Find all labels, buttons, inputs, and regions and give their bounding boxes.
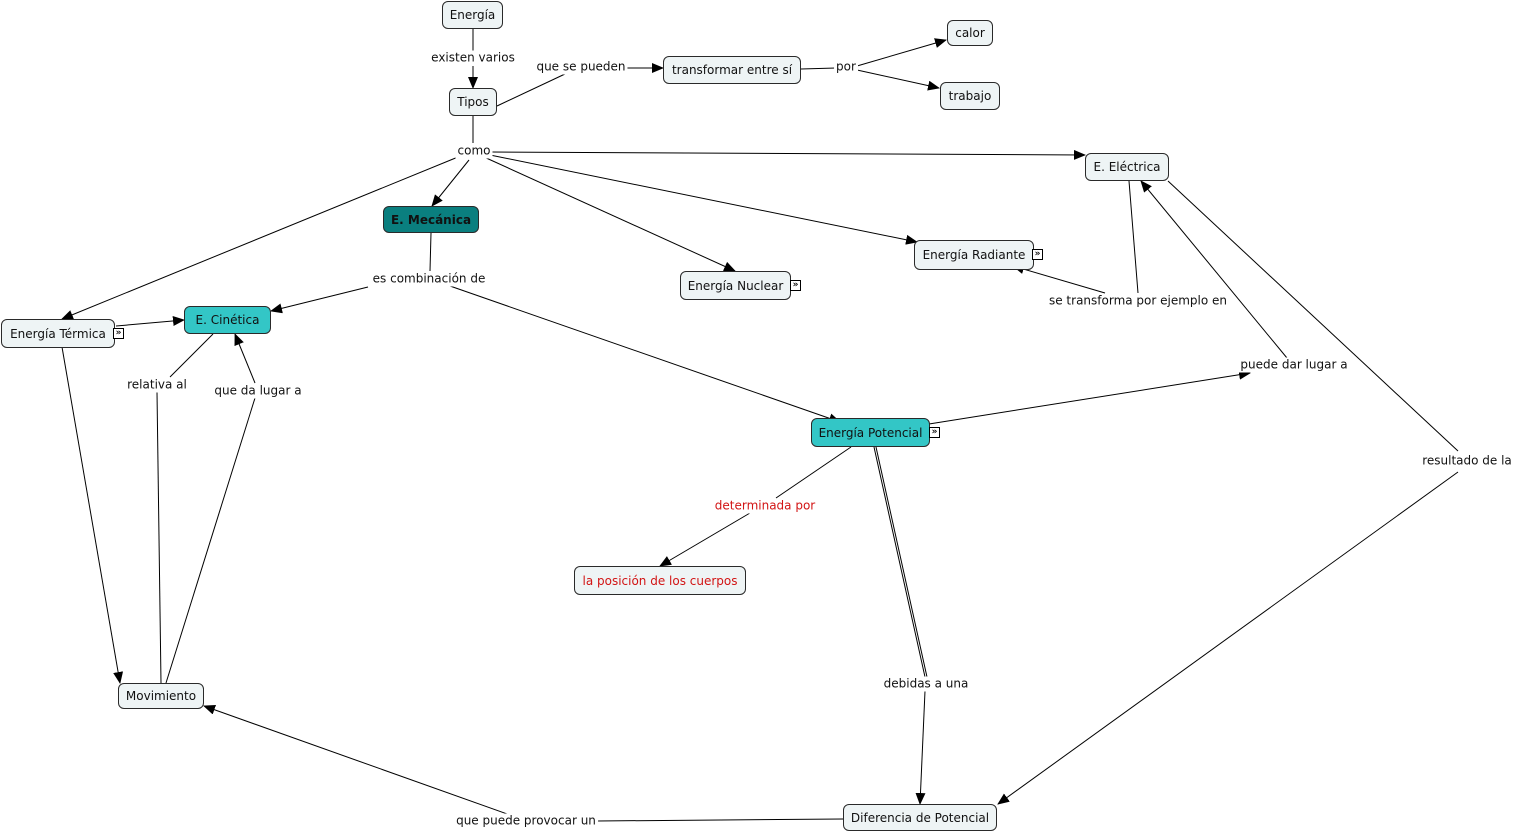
- link-label-puede-dar-lugar: puede dar lugar a: [1238, 357, 1350, 373]
- link-label-como: como: [455, 143, 493, 159]
- link-transformar-por: [800, 67, 837, 70]
- link-tipos-quesepueden: [496, 73, 566, 107]
- link-mecanica-escombinacion: [429, 232, 432, 272]
- arrow-termica-cinetica: [115, 315, 185, 327]
- concept-tipos[interactable]: Tipos: [449, 88, 497, 116]
- arrow-potencial-puededar: [928, 369, 1251, 425]
- arrow-setransforma-radiante: [1012, 264, 1106, 294]
- arrow-como-radiante: [489, 154, 918, 245]
- expand-potencial-icon[interactable]: »: [929, 427, 940, 438]
- concept-cinetica[interactable]: E. Cinética: [184, 306, 271, 334]
- concept-potencial[interactable]: Energía Potencial: [811, 418, 930, 447]
- arrow-provocar-movimiento: [203, 704, 511, 816]
- concept-radiante[interactable]: Energía Radiante: [914, 240, 1034, 270]
- arrow-como-electrica: [491, 149, 1086, 160]
- concept-energia[interactable]: Energía: [442, 1, 503, 29]
- arrow-como-termica: [61, 156, 459, 320]
- arrow-escombinacion-cinetica: [270, 286, 369, 314]
- concept-electrica[interactable]: E. Eléctrica: [1085, 153, 1169, 181]
- concept-nuclear[interactable]: Energía Nuclear: [680, 271, 791, 300]
- arrow-por-calor: [856, 38, 947, 67]
- link-label-es-combinacion: es combinación de: [370, 271, 488, 287]
- arrow-resultado-diferencia: [997, 471, 1459, 805]
- concept-trabajo[interactable]: trabajo: [940, 82, 1000, 110]
- link-cinetica-relativa: [169, 333, 214, 378]
- expand-nuclear-icon[interactable]: »: [790, 280, 801, 291]
- link-electrica-resultado: [1167, 180, 1459, 452]
- link-diferencia-provocar: [596, 818, 844, 822]
- concept-mecanica[interactable]: E. Mecánica: [383, 206, 479, 233]
- link-label-resultado-de-la: resultado de la: [1420, 453, 1514, 469]
- link-label-que-se-pueden: que se pueden: [534, 59, 628, 75]
- link-label-debidas-a-una: debidas a una: [881, 676, 971, 692]
- link-electrica-setransforma: [1128, 180, 1139, 294]
- link-label-que-da-lugar: que da lugar a: [212, 383, 304, 399]
- link-movimiento-queda: [165, 397, 256, 684]
- link-label-por: por: [834, 59, 858, 75]
- arrow-termica-movimiento: [61, 346, 124, 684]
- arrow-puededar-electrica: [1140, 180, 1288, 359]
- link-potencial-debidas-2: [875, 446, 928, 678]
- arrow-como-mecanica: [431, 159, 470, 207]
- arrow-queda-cinetica: [234, 333, 256, 384]
- arrow-determinada-posicion: [659, 512, 751, 567]
- expand-radiante-icon[interactable]: »: [1032, 249, 1043, 260]
- concept-transformar[interactable]: transformar entre sí: [663, 56, 801, 84]
- concept-diferencia[interactable]: Diferencia de Potencial: [843, 804, 997, 831]
- arrow-debidas-diferencia: [915, 690, 926, 805]
- concept-posicion[interactable]: la posición de los cuerpos: [574, 566, 746, 595]
- link-potencial-determinada: [775, 446, 852, 499]
- link-label-determinada-por: determinada por: [712, 498, 818, 514]
- link-label-existen-varios: existen varios: [429, 50, 517, 66]
- arrow-escombinacion-potencial: [449, 285, 841, 424]
- arrow-por-trabajo: [856, 69, 940, 91]
- concept-calor[interactable]: calor: [947, 20, 993, 46]
- concept-movimiento[interactable]: Movimiento: [118, 683, 204, 709]
- link-label-que-puede-provocar: que puede provocar un: [454, 813, 598, 829]
- arrow-como-nuclear: [483, 156, 736, 272]
- link-potencial-debidas: [873, 446, 926, 678]
- concept-termica[interactable]: Energía Térmica: [1, 319, 115, 348]
- expand-termica-icon[interactable]: »: [113, 328, 124, 339]
- link-relativa-movimiento: [156, 391, 162, 684]
- link-label-relativa-al: relativa al: [125, 377, 189, 393]
- link-label-se-transforma: se transforma por ejemplo en: [1046, 293, 1230, 309]
